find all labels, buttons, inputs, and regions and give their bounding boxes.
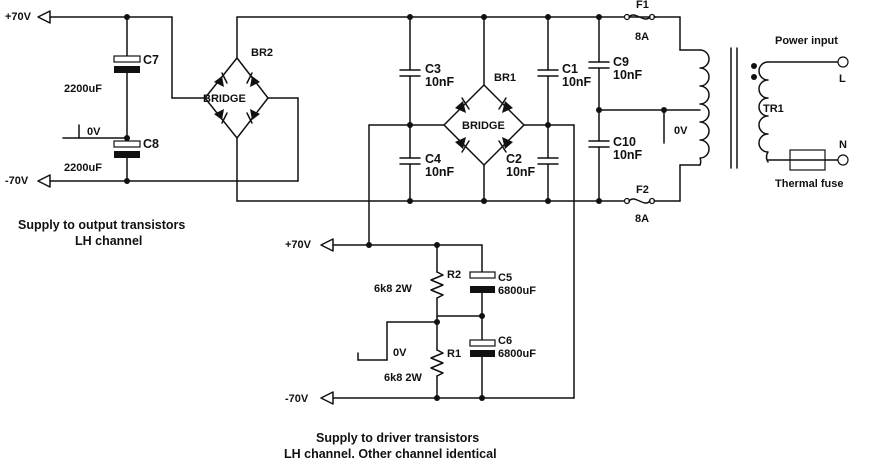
- c7-value: 2200uF: [64, 83, 102, 95]
- capacitor-c4: [399, 157, 421, 165]
- mains-section: C9 10nF C10 10nF 0V F1 8A: [588, 0, 849, 225]
- thermal-fuse: [789, 149, 826, 171]
- r1-ref: R1: [447, 348, 461, 360]
- neg70-terminal-bottom: [320, 391, 334, 405]
- pos70-label-top: +70V: [5, 11, 32, 23]
- capacitor-c2: [537, 157, 559, 165]
- c7-ref: C7: [143, 53, 159, 67]
- br2-text: BRIDGE: [203, 93, 246, 105]
- fuse-f2: [623, 197, 656, 205]
- c2-ref: C2: [506, 152, 522, 166]
- r1-value: 6k8 2W: [384, 372, 423, 384]
- c10-ref: C10: [613, 135, 636, 149]
- thermal-fuse-label: Thermal fuse: [775, 178, 843, 190]
- capacitor-c6: [469, 339, 496, 357]
- main-bridge-section: C3 10nF C4 10nF BR1: [368, 14, 602, 399]
- neg70-terminal-top: [37, 174, 51, 188]
- output-supply-caption-2: LH channel: [75, 234, 142, 248]
- neg70-label-bottom: -70V: [285, 393, 309, 405]
- c4-value: 10nF: [425, 165, 455, 179]
- tr1-ref: TR1: [763, 103, 784, 115]
- capacitor-c8: [113, 140, 141, 158]
- capacitor-c1: [537, 69, 559, 77]
- neg70-label-top: -70V: [5, 175, 29, 187]
- output-supply-caption-1: Supply to output transistors: [18, 218, 185, 232]
- output-supply-section: +70V -70V C7 2200uF 0V C8 220: [5, 10, 657, 248]
- r2-value: 6k8 2W: [374, 283, 413, 295]
- c10-value: 10nF: [613, 148, 643, 162]
- zero-volt-label-bottom: 0V: [393, 347, 407, 359]
- c9-value: 10nF: [613, 68, 643, 82]
- junction-dot: [366, 242, 372, 248]
- transformer-tr1: [699, 47, 769, 169]
- c3-value: 10nF: [425, 75, 455, 89]
- c6-value: 6800uF: [498, 348, 536, 360]
- live-terminal: [837, 56, 849, 68]
- fuse-f1: [623, 13, 656, 21]
- c5-value: 6800uF: [498, 285, 536, 297]
- c1-value: 10nF: [562, 75, 592, 89]
- zero-volt-label-right: 0V: [674, 125, 688, 137]
- f2-value: 8A: [635, 213, 649, 225]
- resistor-r1: [430, 349, 444, 377]
- br2-ref: BR2: [251, 47, 273, 59]
- c1-ref: C1: [562, 62, 578, 76]
- neutral-terminal: [837, 154, 849, 166]
- c3-ref: C3: [425, 62, 441, 76]
- live-label: L: [839, 73, 846, 85]
- driver-supply-section: +70V -70V R2 6k8 2W R1 6k8 2W 0V: [284, 238, 575, 461]
- power-input-label: Power input: [775, 35, 838, 47]
- c2-value: 10nF: [506, 165, 536, 179]
- c9-ref: C9: [613, 55, 629, 69]
- c6-ref: C6: [498, 335, 512, 347]
- br1-ref: BR1: [494, 72, 516, 84]
- capacitor-c5: [469, 271, 496, 293]
- c4-ref: C4: [425, 152, 441, 166]
- capacitor-c3: [399, 69, 421, 77]
- capacitor-c7: [113, 55, 141, 73]
- driver-supply-caption-2: LH channel. Other channel identical: [284, 447, 497, 461]
- driver-supply-caption-1: Supply to driver transistors: [316, 431, 479, 445]
- capacitor-c10: [588, 140, 610, 148]
- pos70-terminal-bottom: [320, 238, 334, 252]
- f2-ref: F2: [636, 184, 649, 196]
- diode-icon: [214, 72, 260, 124]
- f1-ref: F1: [636, 0, 649, 11]
- diode-icon: [455, 97, 513, 153]
- c8-value: 2200uF: [64, 162, 102, 174]
- zero-volt-label-left: 0V: [87, 126, 101, 138]
- pos70-label-bottom: +70V: [285, 239, 312, 251]
- neutral-label: N: [839, 139, 847, 151]
- resistor-r2: [430, 271, 444, 299]
- c8-ref: C8: [143, 137, 159, 151]
- capacitor-c9: [588, 61, 610, 69]
- pos70-terminal-top: [37, 10, 51, 24]
- bridge-rectifier-br1: [443, 84, 525, 166]
- c5-ref: C5: [498, 272, 512, 284]
- br1-text: BRIDGE: [462, 120, 505, 132]
- r2-ref: R2: [447, 269, 461, 281]
- f1-value: 8A: [635, 31, 649, 43]
